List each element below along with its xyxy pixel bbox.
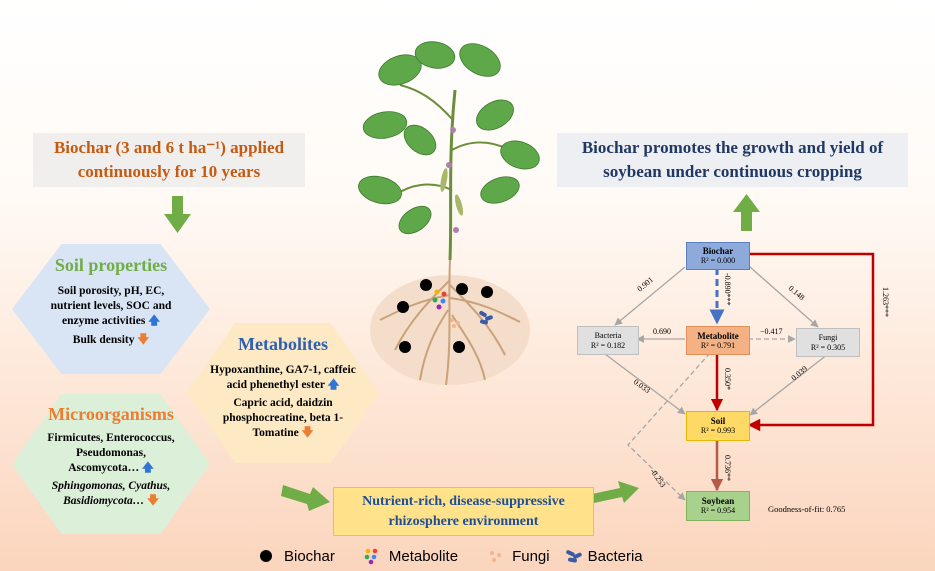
sem-path-diagram: 0.901 0.148 -0.890*** 1.263*** 0.690 −0.…: [604, 252, 890, 501]
up-arrow-icon: 🡅: [141, 462, 154, 474]
biochar-particle: [397, 301, 409, 313]
path-biochar-soil: [747, 252, 875, 432]
fungi-cluster: [450, 318, 460, 328]
coef-metabolite-bacteria: 0.690: [653, 327, 671, 336]
down-arrow: [164, 196, 191, 233]
down-arrow-icon: 🡇: [147, 495, 159, 507]
biochar-particle: [399, 341, 411, 353]
legend-bacteria: Bacteria: [587, 547, 643, 565]
path-biochar-bacteria: [614, 266, 686, 326]
soybean-plant-illustration: [358, 41, 540, 386]
path-bacteria-soil: [604, 353, 686, 415]
right-arrow-sem: [592, 481, 639, 503]
metabolites-hexagon: [187, 323, 379, 463]
path-biochar-fungi: [749, 266, 819, 328]
coef-soil-soybean: 0.736**: [723, 455, 732, 481]
metabolites-down-text: Capric acid, daidzin phosphocreatine, be…: [222, 397, 344, 439]
outcome-title: Biochar promotes the growth and yield of…: [557, 133, 908, 187]
coef-metabolite-fungi: −0.417: [760, 327, 783, 336]
microorganisms-up-text: Firmicutes, Enterococcus, Pseudomonas, A…: [47, 432, 175, 474]
up-arrow-icon: 🡅: [148, 315, 161, 327]
coef-biochar-fungi: 0.148: [787, 284, 807, 302]
metabolites-up-text: Hypoxanthine, GA7-1, caffeic acid phenet…: [210, 364, 356, 391]
soil-increase-text: Soil porosity, pH, EC, nutrient levels, …: [50, 285, 172, 327]
metabolite-legend-icon: [364, 548, 378, 565]
goodness-of-fit: Goodness-of-fit: 0.765: [768, 504, 846, 514]
up-arrow-icon: 🡅: [327, 379, 340, 391]
legend: Biochar Metabolite Fungi Bacteria: [260, 547, 643, 565]
soil-decrease-text: Bulk density 🡇: [72, 334, 150, 346]
microorganisms-hexagon: [12, 394, 210, 534]
legend-biochar: Biochar: [284, 547, 335, 565]
coef-biochar-metabolite: -0.890***: [723, 273, 732, 306]
right-arrow-center: [281, 485, 330, 511]
coef-biochar-bacteria: 0.901: [636, 275, 656, 293]
metabolites-title: Metabolites: [238, 334, 328, 354]
metabolite-cluster: [432, 289, 447, 310]
coef-biochar-soil: 1.263***: [881, 287, 890, 317]
biochar-legend-icon: [260, 550, 272, 562]
coef-bacteria-soil: 0.033: [632, 377, 652, 395]
legend-metabolite: Metabolite: [388, 547, 459, 565]
biochar-particle: [453, 341, 465, 353]
legend-fungi: Fungi: [512, 547, 550, 565]
up-arrow: [733, 194, 760, 231]
biochar-particle: [481, 286, 493, 298]
microorganisms-down-text: Sphingomonas, Cyathus, Basidiomycota… 🡇: [51, 480, 171, 507]
biochar-particle: [456, 283, 468, 295]
bacteria-cluster: [479, 311, 493, 325]
biochar-particle: [420, 279, 432, 291]
coef-fungi-soil: 0.039: [790, 364, 810, 382]
fungi-legend-icon: [490, 551, 502, 562]
down-arrow-icon: 🡇: [301, 427, 314, 439]
coef-metabolite-soybean: -0.253: [648, 467, 667, 489]
bacteria-legend-icon: [565, 550, 582, 563]
microorganisms-title: Microorganisms: [48, 404, 174, 424]
down-arrow-icon: 🡇: [137, 334, 150, 346]
coef-metabolite-soil: 0.350*: [723, 368, 732, 390]
path-metabolite-soybean: [627, 352, 711, 501]
soil-properties-title: Soil properties: [54, 255, 168, 275]
path-fungi-soil: [749, 353, 829, 416]
